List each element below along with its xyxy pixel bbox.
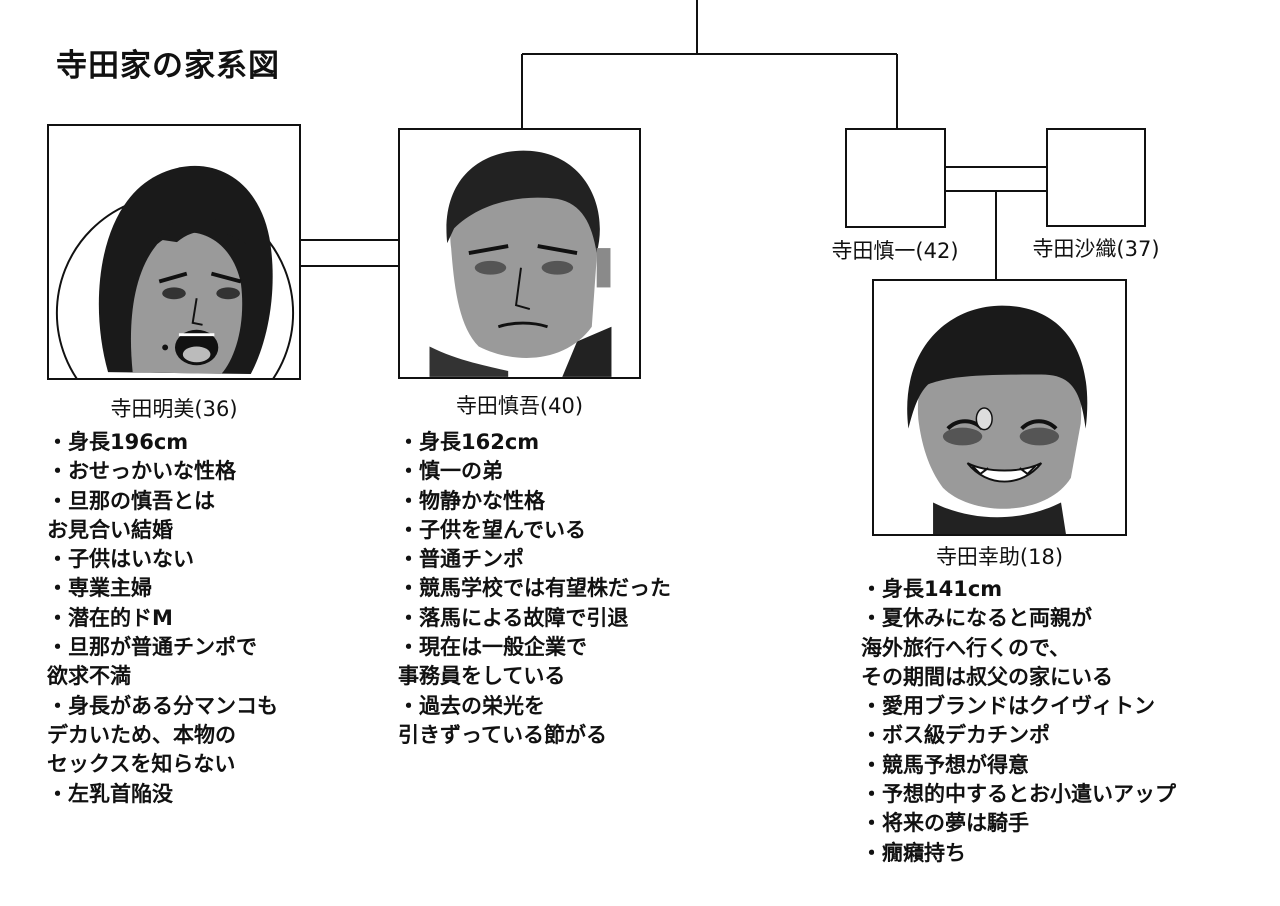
trait-item: 事務員をしている xyxy=(398,664,566,689)
trait-item: ・夏休みになると両親が xyxy=(861,606,1092,631)
portrait-akemi xyxy=(47,124,301,380)
name-shingo: 寺田慎吾(40) xyxy=(455,394,584,418)
trait-item: ・身長141cm xyxy=(861,577,1003,601)
trait-item: その期間は叔父の家にいる xyxy=(861,664,1113,689)
trait-item: ・潜在的ドM xyxy=(47,605,173,630)
trait-item: ・癇癪持ち xyxy=(861,840,966,865)
shingo-face-illustration xyxy=(429,150,612,377)
trait-item: ・愛用ブランドはクイヴィトン xyxy=(861,694,1155,719)
trait-item: 海外旅行へ行くので、 xyxy=(861,635,1071,660)
traits-kosuke: ・身長141cm ・夏休みになると両親が 海外旅行へ行くので、 その期間は叔父の… xyxy=(861,575,1176,868)
trait-item: ・身長がある分マンコも xyxy=(47,693,278,718)
trait-item: ・専業主婦 xyxy=(47,576,152,601)
trait-item: ・子供はいない xyxy=(47,547,194,572)
trait-item: ・将来の夢は騎手 xyxy=(861,811,1029,836)
trait-item: セックスを知らない xyxy=(47,752,236,777)
trait-item: ・競馬学校では有望株だった xyxy=(398,576,671,601)
page-title: 寺田家の家系図 xyxy=(56,48,280,84)
traits-shingo: ・身長162cm ・慎一の弟 ・物静かな性格 ・子供を望んでいる ・普通チンポ … xyxy=(398,428,671,750)
trait-item: ・現在は一般企業で xyxy=(398,635,587,660)
trait-item: ・競馬予想が得意 xyxy=(861,752,1029,777)
trait-item: ・左乳首陥没 xyxy=(47,781,173,806)
trait-item: ・落馬による故障で引退 xyxy=(398,605,629,630)
name-kosuke: 寺田幸助(18) xyxy=(935,545,1064,569)
traits-akemi: ・身長196cm ・おせっかいな性格 ・旦那の慎吾とは お見合い結婚 ・子供はい… xyxy=(47,428,278,809)
trait-item: ・予想的中するとお小遣いアップ xyxy=(861,782,1176,807)
kosuke-face-illustration xyxy=(907,305,1088,534)
trait-item: ・旦那が普通チンポで xyxy=(47,635,257,660)
trait-item: ・旦那の慎吾とは xyxy=(47,488,215,513)
trait-item: ・子供を望んでいる xyxy=(398,517,586,542)
trait-item: ・物静かな性格 xyxy=(398,488,545,513)
trait-item: ・普通チンポ xyxy=(398,547,524,572)
portrait-saori-empty xyxy=(1046,128,1146,227)
trait-item: お見合い結婚 xyxy=(47,517,173,542)
trait-item: ・過去の栄光を xyxy=(398,693,545,718)
trait-item: デカいため、本物の xyxy=(47,722,236,747)
trait-item: ・慎一の弟 xyxy=(398,459,503,484)
akemi-face-illustration xyxy=(55,165,295,378)
trait-item: ・身長162cm xyxy=(398,430,540,454)
portrait-shinichi-empty xyxy=(845,128,946,228)
name-shinichi: 寺田慎一(42) xyxy=(831,239,959,263)
trait-item: ・身長196cm xyxy=(47,430,189,454)
portrait-kosuke xyxy=(872,279,1127,536)
trait-item: ・おせっかいな性格 xyxy=(47,459,236,484)
trait-item: 欲求不満 xyxy=(47,664,131,689)
portrait-shingo xyxy=(398,128,641,379)
name-akemi: 寺田明美(36) xyxy=(110,397,238,421)
trait-item: 引きずっている節がる xyxy=(398,722,607,747)
name-saori: 寺田沙織(37) xyxy=(1032,237,1160,261)
trait-item: ・ボス級デカチンポ xyxy=(861,723,1050,748)
